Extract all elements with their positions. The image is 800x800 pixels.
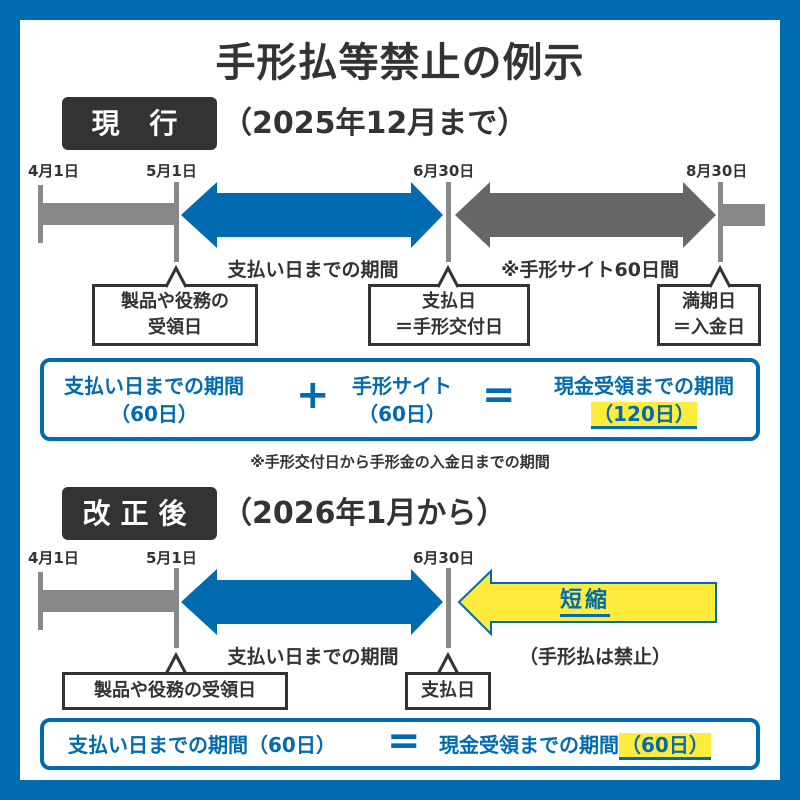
callout-receipt: 製品や役務の 受領日 xyxy=(92,284,258,346)
term-value: （60日） xyxy=(110,402,198,426)
date-label: 8月30日 xyxy=(686,162,748,180)
revised-formula-box: 支払い日までの期間（60日） = 現金受領までの期間（60日） xyxy=(40,718,760,770)
term-label: 現金受領までの期間 xyxy=(439,733,619,757)
payment-period-label: 支払い日までの期間 xyxy=(227,259,399,281)
tick-apr1 xyxy=(38,185,43,243)
formula-term-cash-2: 現金受領までの期間（60日） xyxy=(439,731,711,760)
current-tag: 現 行 xyxy=(62,97,217,150)
callout-line: 製品や役務の xyxy=(121,291,229,312)
callout-receipt-2: 製品や役務の受領日 xyxy=(62,672,288,710)
tick-may1 xyxy=(174,182,179,262)
formula-term-payment: 支払い日までの期間 （60日） xyxy=(44,372,264,428)
callout-line: 受領日 xyxy=(148,317,202,338)
date-label: 6月30日 xyxy=(413,162,475,180)
formula-term-site: 手形サイト （60日） xyxy=(332,372,472,428)
tick-apr1-2 xyxy=(38,572,43,630)
term-label: 手形サイト xyxy=(352,374,452,398)
pre-period-bar xyxy=(40,203,176,225)
shorten-arrow xyxy=(457,568,717,637)
date-label: 4月1日 xyxy=(28,549,79,567)
callout-maturity: 満期日 ＝入金日 xyxy=(657,284,761,346)
callout-payment-date-2: 支払日 xyxy=(405,672,491,710)
date-label: 5月1日 xyxy=(146,162,197,180)
equals-sign: = xyxy=(482,372,516,418)
date-label: 5月1日 xyxy=(146,549,197,567)
post-period-bar xyxy=(722,204,765,226)
current-formula-box: 支払い日までの期間 （60日） + 手形サイト （60日） = 現金受領までの期… xyxy=(40,358,760,441)
payment-period-arrow-2 xyxy=(181,569,443,635)
current-period: （2025年12月まで） xyxy=(222,106,528,141)
plus-sign: + xyxy=(296,372,330,418)
formula-term-payment-2: 支払い日までの期間（60日） xyxy=(68,733,336,757)
pre-period-bar-2 xyxy=(40,590,176,612)
tick-may1-2 xyxy=(174,568,179,648)
tick-aug30 xyxy=(718,182,723,262)
note-site-arrow xyxy=(455,182,716,248)
term-label: 支払い日までの期間 xyxy=(64,374,244,398)
equals-sign-2: = xyxy=(387,718,421,764)
callout-line: 支払日 xyxy=(422,291,476,312)
date-label: 6月30日 xyxy=(413,549,475,567)
highlighted-total: （120日） xyxy=(591,402,697,429)
payment-period-label-2: 支払い日までの期間 xyxy=(227,646,399,668)
note-site-label: ※手形サイト60日間 xyxy=(501,259,679,281)
callout-line: 満期日 xyxy=(682,291,736,312)
formula-term-cash: 現金受領までの期間 （120日） xyxy=(529,372,759,429)
term-label: 現金受領までの期間 xyxy=(554,374,734,398)
page-title: 手形払等禁止の例示 xyxy=(215,40,585,86)
highlighted-total: （60日） xyxy=(619,733,711,760)
term-value: （60日） xyxy=(358,402,446,426)
tick-jun30-2 xyxy=(446,568,451,648)
callout-line: ＝手形交付日 xyxy=(395,317,503,338)
revised-period: （2026年1月から） xyxy=(222,496,507,531)
tick-jun30 xyxy=(446,182,451,262)
prohibited-note: （手形払は禁止） xyxy=(518,646,671,668)
revised-tag: 改正後 xyxy=(62,487,217,540)
footnote: ※手形交付日から手形金の入金日までの期間 xyxy=(250,453,550,471)
date-label: 4月1日 xyxy=(28,162,79,180)
callout-payment-date: 支払日 ＝手形交付日 xyxy=(368,284,530,346)
payment-period-arrow xyxy=(181,182,443,248)
callout-line: ＝入金日 xyxy=(673,317,745,338)
shorten-label: 短縮 xyxy=(560,588,611,617)
